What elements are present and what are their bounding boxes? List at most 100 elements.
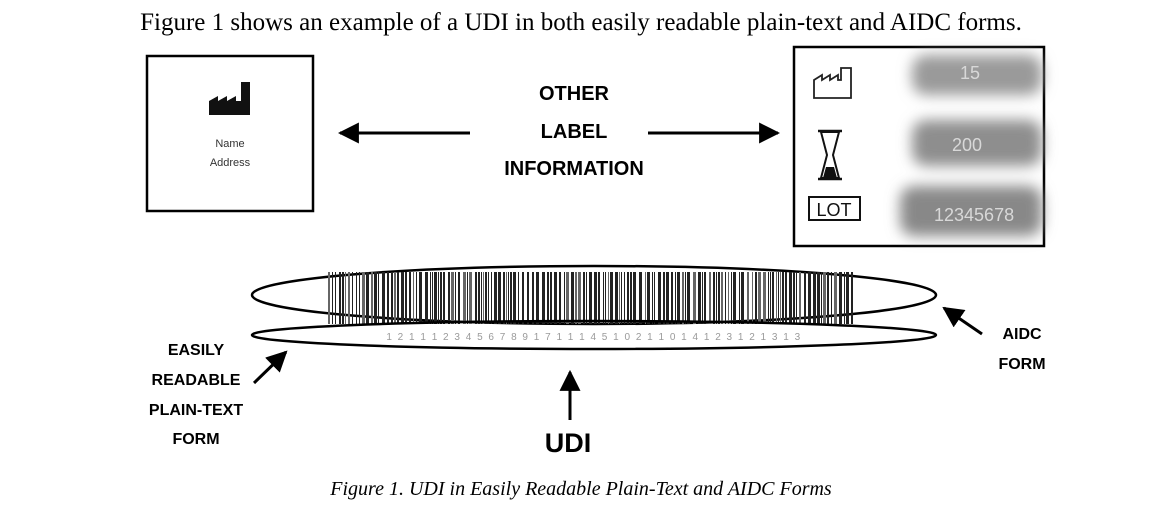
lot-icon: LOT — [808, 196, 861, 221]
plain-text-line1: EASILY — [168, 342, 225, 359]
manufacturer-icon — [209, 82, 250, 115]
barcode-bar — [536, 272, 539, 324]
barcode-bar — [362, 272, 365, 324]
barcode-bar — [639, 272, 642, 324]
barcode-bar — [721, 272, 723, 324]
barcode-bar — [510, 272, 512, 324]
barcode-bar — [438, 272, 439, 324]
barcode-bar — [434, 272, 437, 324]
barcode-bar — [839, 272, 842, 324]
barcode-bar — [571, 272, 574, 324]
aidc-line1: AIDC — [1002, 326, 1042, 343]
barcode-bar — [409, 272, 411, 324]
barcode-bar — [755, 272, 757, 324]
barcode-bar — [844, 272, 845, 324]
date-of-manufacture-icon — [813, 67, 852, 99]
barcode-bar — [633, 272, 636, 324]
barcode-bar — [352, 272, 353, 324]
barcode-bar — [527, 272, 529, 324]
barcode-bar — [578, 272, 581, 324]
barcode-bar — [371, 272, 373, 324]
barcode-bar — [647, 272, 650, 324]
barcode-bar — [785, 272, 787, 324]
barcode-bar — [603, 272, 604, 324]
barcode-bar — [728, 272, 729, 324]
barcode-bar — [702, 272, 703, 324]
barcode-bar — [804, 272, 806, 324]
barcode-bar — [547, 272, 549, 324]
barcode-bar — [799, 272, 801, 324]
arrow-plain-text — [252, 350, 288, 385]
barcode-bar — [645, 272, 646, 324]
barcode-bar — [808, 272, 811, 324]
barcode-bar — [498, 272, 501, 324]
barcode-bar — [725, 272, 726, 324]
barcode-bar — [741, 272, 744, 324]
barcode-bar — [654, 272, 655, 324]
barcode-bar — [494, 272, 497, 324]
barcode-bar — [608, 272, 609, 324]
barcode-bars — [328, 272, 853, 324]
barcode-bar — [345, 272, 346, 324]
barcode-bar — [789, 272, 792, 324]
barcode-bar — [575, 272, 577, 324]
barcode-bar — [443, 272, 445, 324]
barcode-bar — [559, 272, 561, 324]
barcode-bar — [503, 272, 505, 324]
barcode-bar — [335, 272, 336, 324]
barcode-bar — [782, 272, 784, 324]
barcode-bar — [763, 272, 766, 324]
barcode-bar — [666, 272, 669, 324]
barcode-bar — [405, 272, 407, 324]
barcode-bar — [693, 272, 696, 324]
barcode-bar — [796, 272, 797, 324]
barcode-bar — [627, 272, 629, 324]
udi-label: UDI — [545, 428, 592, 458]
barcode-bar — [387, 272, 389, 324]
barcode-bar — [817, 272, 820, 324]
barcode-bar — [342, 272, 344, 324]
barcode-bar — [831, 272, 832, 324]
barcode-bar — [455, 272, 456, 324]
barcode-bar — [718, 272, 720, 324]
barcode-bar — [391, 272, 393, 324]
barcode-bar — [564, 272, 565, 324]
center-label-line3: INFORMATION — [504, 158, 644, 180]
barcode-digits: 1 2 1 1 1 2 3 4 5 6 7 8 9 1 7 1 1 1 4 5 … — [386, 332, 801, 343]
plain-text-line3: PLAIN-TEXT — [149, 402, 243, 419]
barcode-bar — [682, 272, 684, 324]
barcode-bar — [658, 272, 661, 324]
barcode-bar — [332, 272, 333, 324]
barcode-bar — [776, 272, 777, 324]
barcode-bar — [485, 272, 487, 324]
barcode-bar — [550, 272, 552, 324]
plain-text-line4: FORM — [172, 431, 219, 448]
barcode-bar — [624, 272, 625, 324]
barcode-bar — [483, 272, 484, 324]
barcode-bar — [713, 272, 715, 324]
barcode-bar — [419, 272, 422, 324]
barcode-bar — [663, 272, 665, 324]
barcode-bar — [780, 272, 781, 324]
value-2: 200 — [952, 135, 982, 155]
barcode-bar — [747, 272, 749, 324]
barcode-bar — [378, 272, 379, 324]
barcode-bar — [851, 272, 853, 324]
barcode-bar — [610, 272, 613, 324]
aidc-line2: FORM — [998, 356, 1045, 373]
manufacturer-name: Name — [215, 138, 244, 150]
barcode-bar — [731, 272, 732, 324]
value-1: 15 — [960, 63, 980, 83]
barcode-bar — [770, 272, 771, 324]
barcode-bar — [704, 272, 706, 324]
barcode-bar — [652, 272, 653, 324]
barcode-bar — [605, 272, 606, 324]
barcode-bar — [467, 272, 468, 324]
value-3: 12345678 — [934, 205, 1014, 225]
barcode-bar — [621, 272, 622, 324]
barcode-bar — [513, 272, 516, 324]
barcode-bar — [733, 272, 736, 324]
barcode-bar — [432, 272, 433, 324]
barcode-bar — [709, 272, 711, 324]
